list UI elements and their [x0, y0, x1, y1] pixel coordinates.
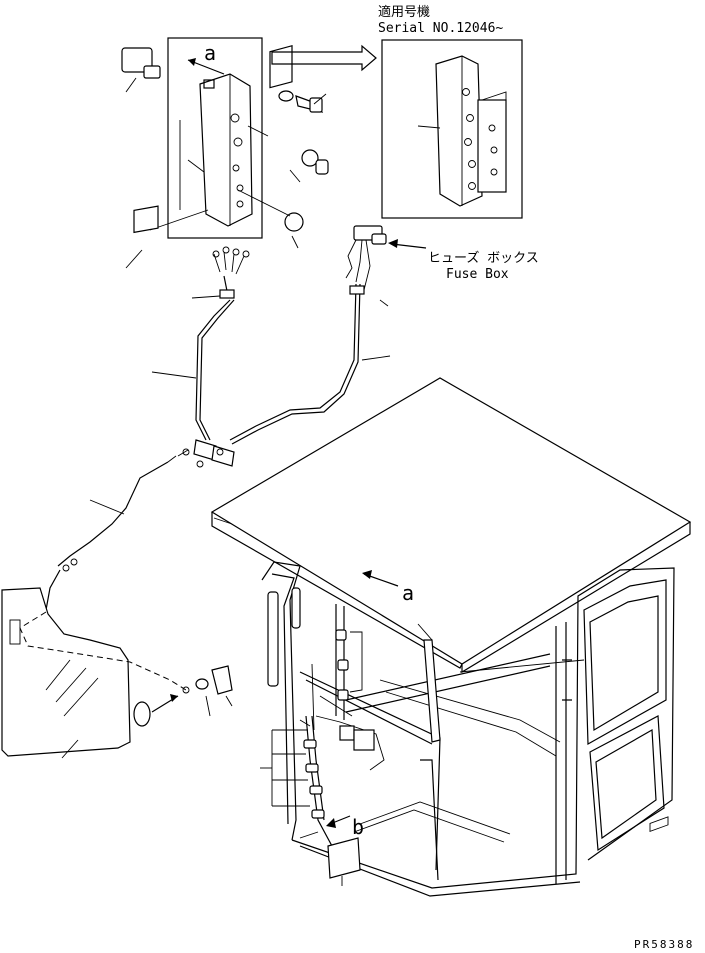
- indicator-lamp-2: [284, 212, 304, 232]
- figure-code: PR58388: [634, 938, 694, 951]
- version-arrow: [271, 44, 377, 72]
- washer-mid: [195, 678, 209, 690]
- detail-box-view-a: a: [125, 37, 263, 269]
- fasteners-top: [237, 44, 329, 249]
- operator-cab: a: [210, 377, 692, 897]
- defroster-terminal: [133, 701, 151, 727]
- fuse-box-en: Fuse Box: [446, 267, 509, 282]
- wiring-harness: [45, 246, 391, 611]
- label-plate: [133, 205, 159, 234]
- view-marker-a-cab: a: [402, 581, 414, 605]
- detail-frame: [167, 37, 263, 239]
- view-marker-b-cab: b: [352, 815, 364, 839]
- serial-heading: 適用号機: [378, 4, 430, 20]
- serial-callout: 適用号機 Serial NO.12046~: [378, 4, 503, 36]
- view-marker-a-top: a: [204, 41, 216, 65]
- rocker-switch: [121, 47, 161, 93]
- switch-panel-bracket: [199, 73, 253, 227]
- detail-box-new-serial: [381, 39, 523, 219]
- fuse-box-callout: ヒューズ ボックス Fuse Box: [388, 239, 539, 282]
- gas-strut: [423, 639, 441, 743]
- bolt-mid: [211, 665, 233, 695]
- washer-top: [278, 90, 294, 102]
- serial-number: Serial NO.12046~: [378, 21, 503, 36]
- fuse-box-jp: ヒューズ ボックス: [428, 250, 539, 266]
- indicator-lamp-1: [301, 149, 319, 167]
- fuse-box-connector: [345, 225, 389, 307]
- detail-frame-new: [381, 39, 523, 219]
- rear-window-glass: [1, 587, 233, 759]
